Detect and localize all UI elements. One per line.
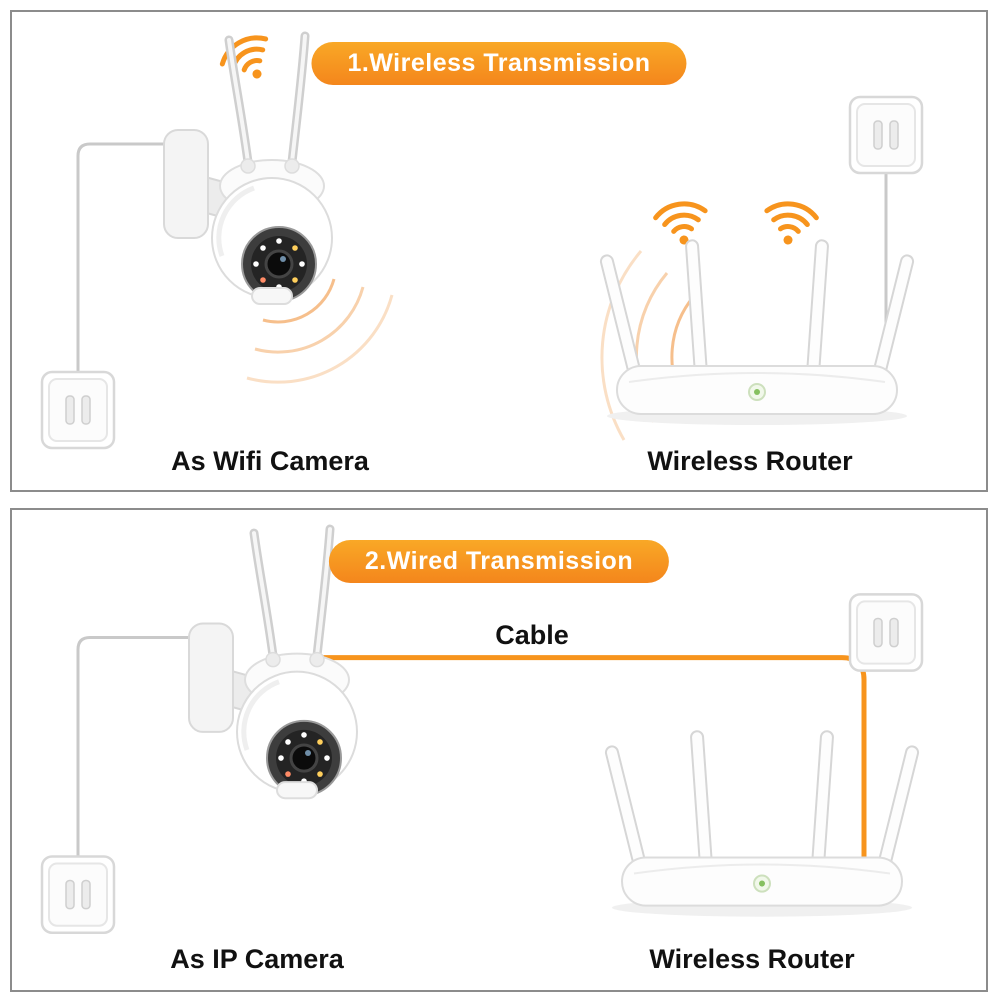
router-illustration (604, 730, 920, 917)
camera-antennas (224, 31, 310, 167)
camera-caption: As Wifi Camera (171, 446, 369, 476)
camera-lens-face (266, 719, 342, 797)
power-cable-left (76, 636, 189, 857)
router-illustration (599, 239, 915, 425)
power-cable-left (76, 142, 164, 372)
section-title: 1.Wireless Transmission (347, 49, 651, 77)
power-outlet (40, 855, 116, 935)
radio-waves-camera-icon (246, 278, 394, 384)
camera-illustration (163, 31, 333, 305)
wall-bracket (163, 129, 209, 239)
section-banner: 2.Wired Transmission (328, 540, 670, 583)
camera-antennas (249, 524, 335, 661)
camera-caption: As IP Camera (170, 944, 344, 974)
power-outlet (40, 370, 116, 450)
router-caption: Wireless Router (647, 446, 853, 476)
camera-illustration (188, 524, 358, 800)
camera-lens (289, 743, 319, 773)
router-antennas (599, 239, 915, 376)
panel-wireless-transmission: 1.Wireless Transmission (10, 10, 988, 492)
router-antennas (604, 730, 920, 867)
panel2-graphics (40, 524, 924, 935)
wifi-signal-icon (653, 201, 708, 245)
router-caption: Wireless Router (649, 944, 855, 974)
ethernet-cable (319, 655, 867, 864)
wall-bracket (188, 622, 234, 733)
panel-wired-transmission: 2.Wired Transmission (10, 508, 988, 992)
camera-lens (264, 249, 294, 279)
camera-lens-face (241, 226, 317, 302)
panel1-graphics (40, 31, 924, 450)
power-outlet (848, 95, 924, 175)
power-outlet (848, 593, 924, 672)
cable-caption: Cable (495, 620, 569, 650)
section-banner: 1.Wireless Transmission (311, 42, 687, 85)
section-title: 2.Wired Transmission (364, 547, 634, 575)
wifi-signal-icon (764, 201, 819, 245)
